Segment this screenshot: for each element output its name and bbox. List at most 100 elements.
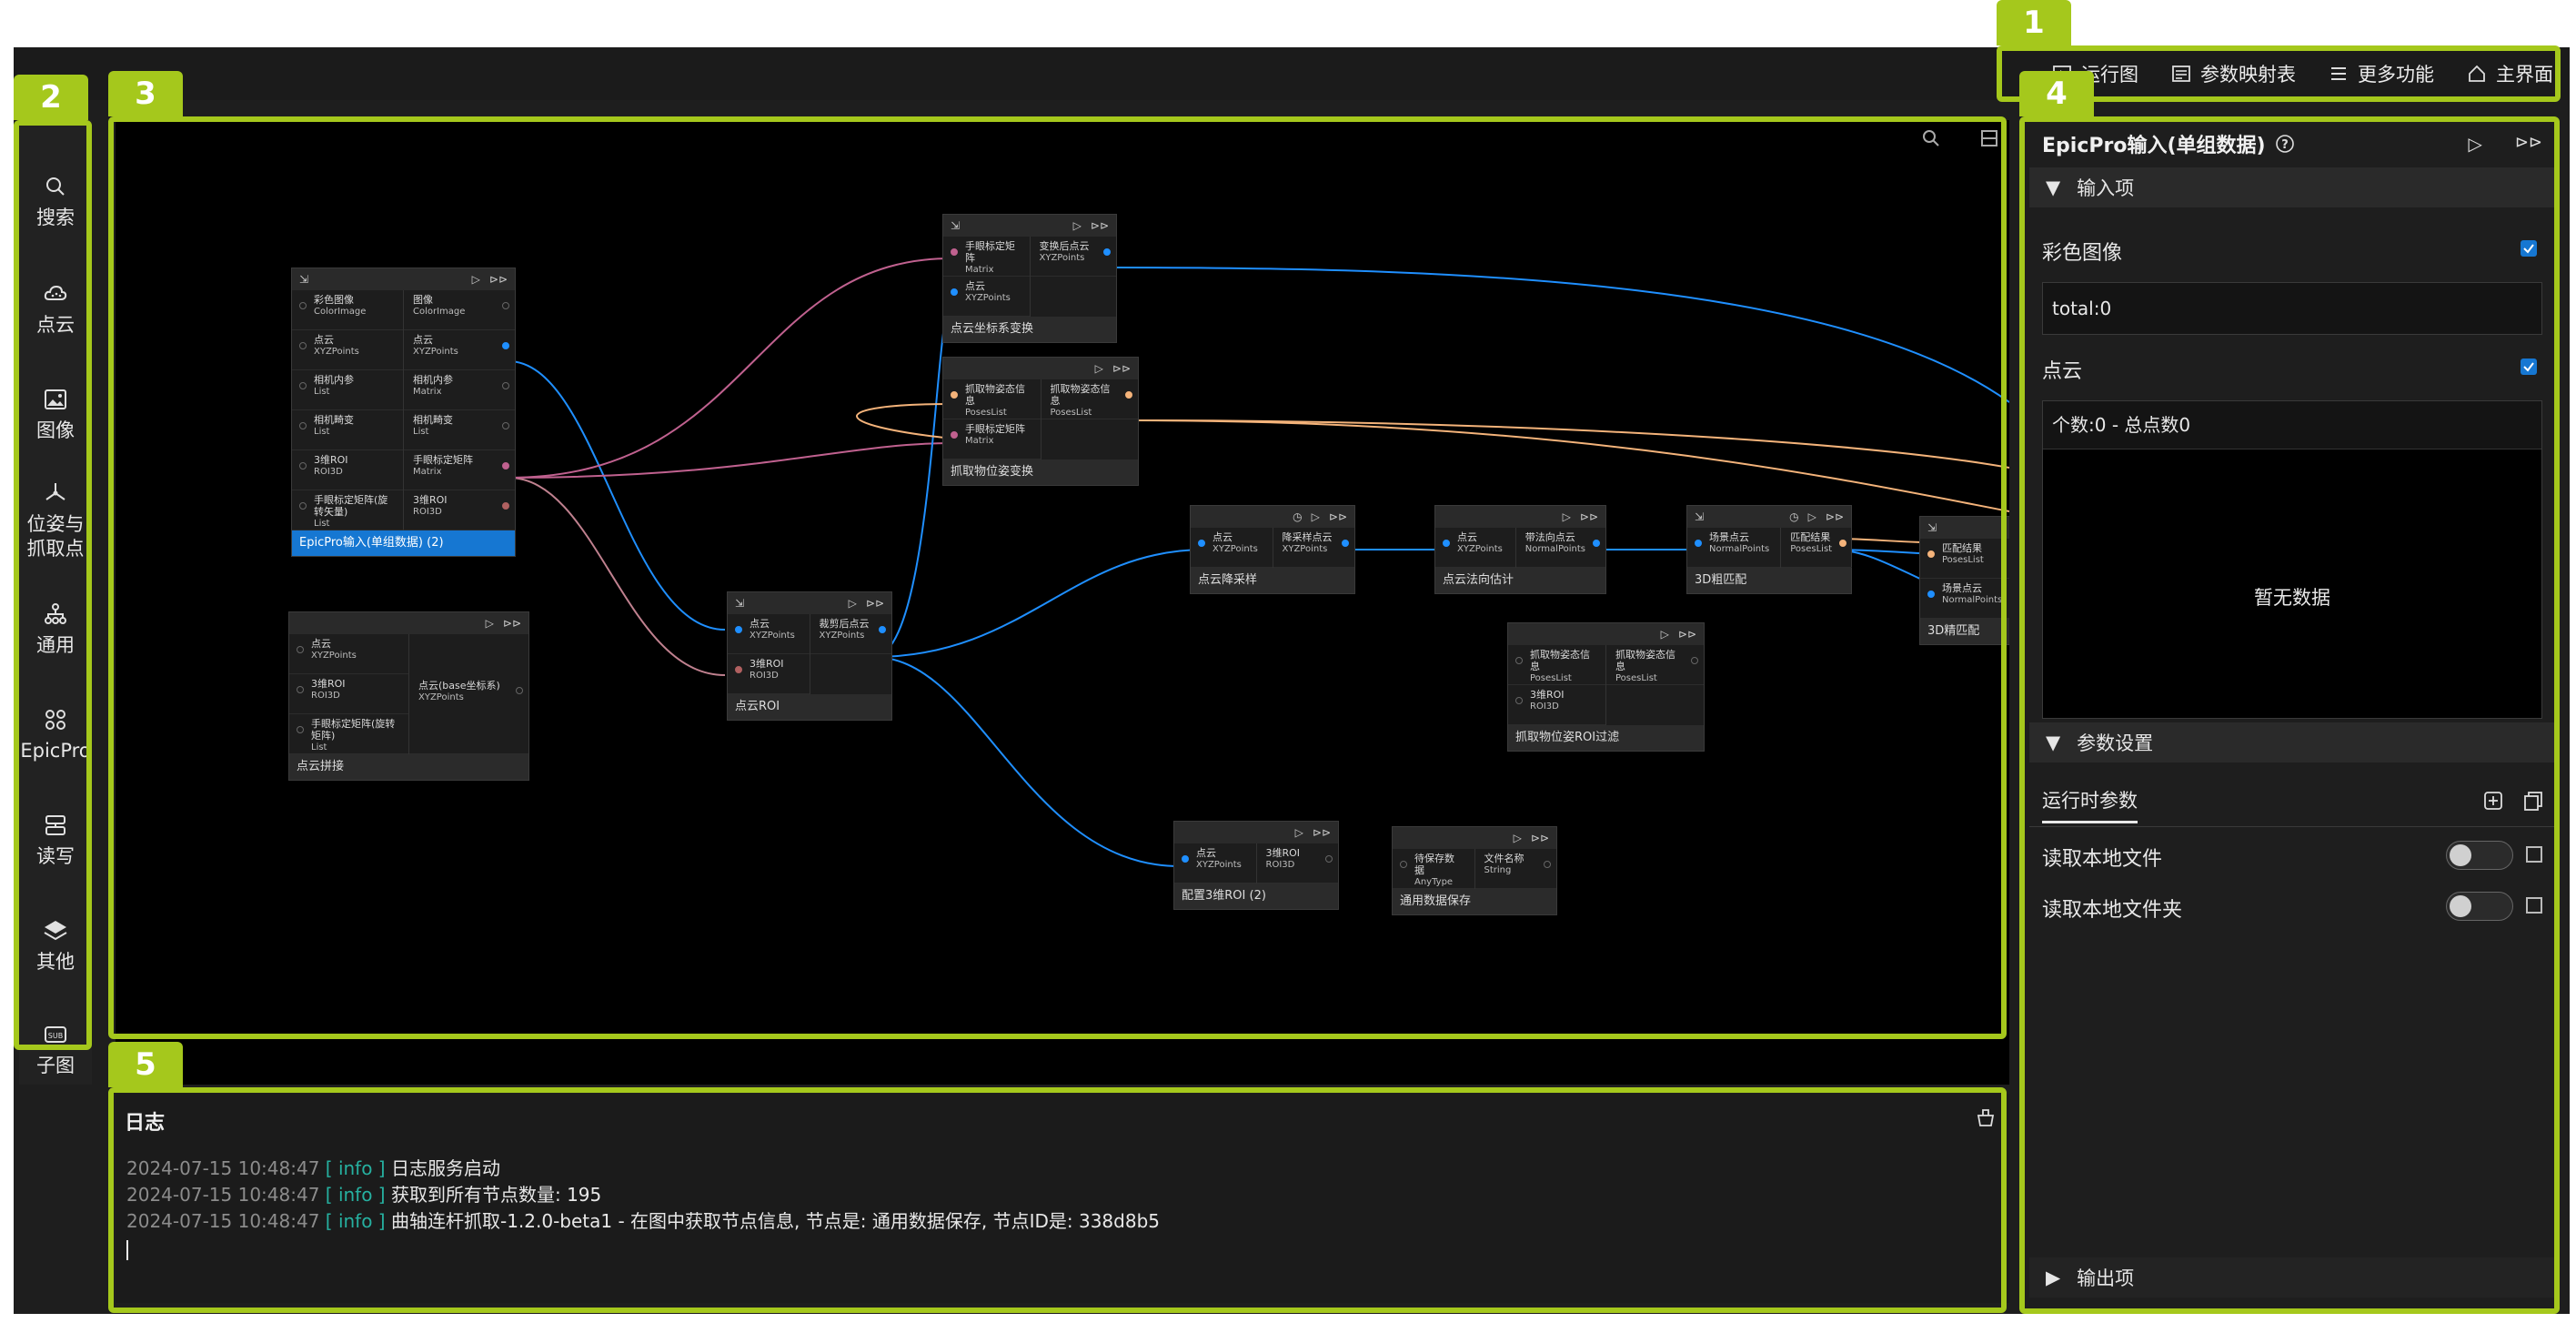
home-button[interactable]: 主界面	[2467, 60, 2553, 87]
sidebar-item-point-cloud[interactable]: 点云	[19, 280, 92, 338]
input-port[interactable]: 手眼标定矩阵(旋转矢量)List	[292, 490, 403, 530]
read-file-toggle[interactable]	[2446, 841, 2513, 870]
run-to-node-icon[interactable]: ⊳⊳	[488, 273, 508, 286]
param-section-header[interactable]: ▼ 参数设置	[2029, 722, 2555, 762]
add-param-icon[interactable]	[2482, 790, 2504, 812]
run-to-node-icon[interactable]: ⊳⊳	[1090, 219, 1109, 232]
param-map-button[interactable]: 参数映射表	[2171, 60, 2296, 87]
collapse-icon[interactable]: ⇲	[735, 597, 745, 610]
input-port[interactable]: 手眼标定矩阵(旋转矩阵)List	[289, 714, 408, 754]
copy-icon[interactable]	[2522, 790, 2544, 812]
sidebar-item-search[interactable]: 搜索	[19, 173, 92, 230]
sidebar-item-epicpro[interactable]: EpicPro	[19, 706, 92, 763]
breakpoint-icon[interactable]: ◷	[1789, 510, 1799, 523]
input-section-header[interactable]: ▼ 输入项	[2029, 167, 2555, 207]
run-to-node-icon[interactable]: ⊳⊳	[865, 597, 884, 610]
run-node-icon[interactable]: ▷	[471, 273, 480, 286]
run-node-icon[interactable]: ▷	[1513, 832, 1522, 844]
run-node-icon[interactable]: ▷	[1660, 628, 1669, 641]
sidebar-item-read-write[interactable]: 读写	[19, 812, 92, 869]
run-node-icon[interactable]: ▷	[485, 617, 494, 630]
sidebar-item-image[interactable]: 图像	[19, 386, 92, 443]
run-to-node-icon[interactable]: ⊳⊳	[1328, 510, 1347, 523]
breakpoint-icon[interactable]: ◷	[1293, 510, 1303, 523]
run-to-node-icon[interactable]: ⊳⊳	[1579, 510, 1598, 523]
sidebar-item-other[interactable]: 其他	[19, 917, 92, 974]
point-cloud-data[interactable]: 个数:0 - 总点数0 暂无数据	[2042, 400, 2542, 719]
output-section-header[interactable]: ▶ 输出项	[2029, 1257, 2555, 1298]
run-to-node-icon[interactable]: ⊳⊳	[2514, 133, 2542, 152]
collapse-icon[interactable]: ⇲	[1695, 510, 1705, 523]
sidebar-item-subgraph[interactable]: SUB 子图	[19, 1021, 92, 1078]
run-node-icon[interactable]: ▷	[1807, 510, 1816, 523]
run-node-icon[interactable]: ▷	[1562, 510, 1571, 523]
run-to-node-icon[interactable]: ⊳⊳	[1825, 510, 1844, 523]
run-node-icon[interactable]: ▷	[1311, 510, 1320, 523]
fit-view-icon[interactable]	[1978, 127, 2000, 149]
color-image-checkbox[interactable]	[2521, 240, 2537, 257]
read-file-checkbox[interactable]	[2526, 846, 2542, 863]
run-node-icon[interactable]: ▷	[2468, 133, 2482, 155]
tab-runtime-params[interactable]: 运行时参数	[2042, 786, 2138, 823]
run-node-icon[interactable]: ▷	[1294, 826, 1303, 839]
run-to-node-icon[interactable]: ⊳⊳	[502, 617, 521, 630]
run-to-node-icon[interactable]: ⊳⊳	[1312, 826, 1331, 839]
run-node-icon[interactable]: ▷	[1094, 362, 1103, 375]
run-to-node-icon[interactable]: ⊳⊳	[1112, 362, 1131, 375]
run-to-node-icon[interactable]: ⊳⊳	[1530, 832, 1549, 844]
output-port[interactable]: 点云(base坐标系)XYZPoints	[409, 634, 528, 754]
clear-log-icon[interactable]	[1975, 1106, 1997, 1128]
collapse-icon[interactable]: ⇲	[951, 219, 961, 232]
color-image-value[interactable]: total:0	[2042, 282, 2542, 335]
search-icon[interactable]	[1920, 127, 1942, 149]
run-node-icon[interactable]: ▷	[1072, 219, 1082, 232]
more-features-button[interactable]: 更多功能	[2329, 60, 2434, 87]
run-node-icon[interactable]: ▷	[848, 597, 857, 610]
sidebar-item-general[interactable]: 通用	[19, 601, 92, 658]
read-folder-toggle[interactable]	[2446, 892, 2513, 921]
